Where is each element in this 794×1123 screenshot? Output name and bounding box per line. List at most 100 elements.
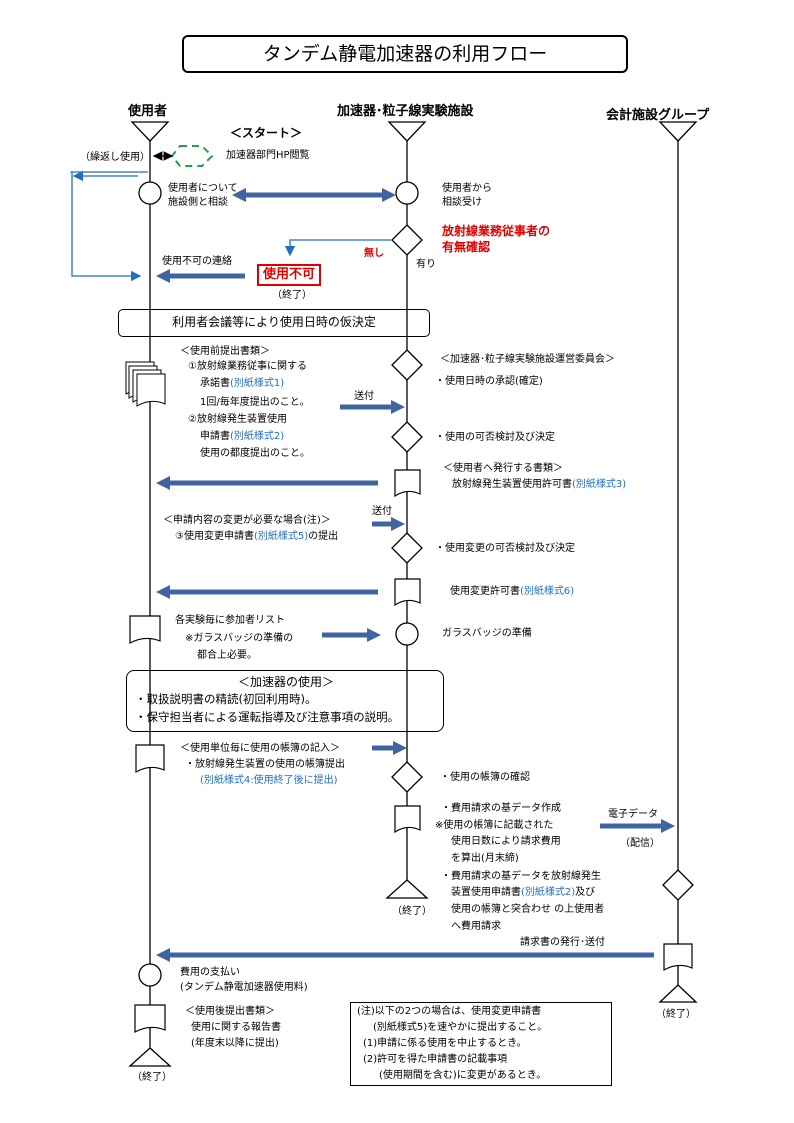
payment-line1: 費用の支払い: [180, 967, 240, 978]
form5-ref: (別紙様式5): [253, 531, 309, 542]
participants-document-icon: [129, 615, 161, 644]
facility-consult-node: [395, 181, 419, 205]
pre-docs-heading: ＜使用前提出書類＞: [180, 346, 270, 357]
billing-form2-ref: (別紙様式2): [521, 887, 576, 898]
participants-line3: 都合上必要。: [197, 650, 257, 661]
permit-label: 放射線発生装置使用許可書: [452, 479, 572, 490]
glass-badge-label: ガラスバッジの準備: [442, 628, 532, 639]
lane-header-accounting: 会計施設グループ: [606, 108, 710, 123]
consult-user-line1: 使用者について: [168, 183, 238, 194]
form6-ref: (別紙様式6): [520, 586, 575, 597]
logbook-check-diamond: [391, 761, 423, 793]
not-available-end: （終了）: [272, 290, 312, 301]
accelerator-use-box: ＜加速器の使用＞ ・取扱説明書の精読(初回利用時)。 ・保守担当者による運転指導…: [126, 670, 444, 732]
post-docs-line3: (年度末以降に提出): [191, 1038, 279, 1049]
consult-facility-line1: 使用者から: [442, 183, 492, 194]
pre-docs-consent: 承諾書: [200, 378, 230, 389]
change-application: ③使用変更申請書: [175, 531, 254, 542]
radiation-check-line1: 放射線業務従事者の: [442, 224, 551, 238]
delivery-label: （配信）: [620, 838, 660, 849]
change-feasibility-label: ・使用変更の可否検討及び決定: [435, 543, 575, 554]
billing-line5: ・費用請求の基データを放射線発生: [441, 871, 601, 882]
use-heading: ＜加速器の使用＞: [237, 675, 334, 689]
pre-docs-line4: ②放射線発生装置使用: [188, 414, 287, 425]
pre-docs-stack-icon: [125, 361, 166, 407]
consult-facility-line2: 相談受け: [442, 197, 482, 208]
note-line3: (1)申請に係る使用を中止するとき。: [363, 1038, 527, 1049]
provisional-decision-bar: 利用者会議等により使用日時の仮決定: [118, 309, 430, 337]
use-line1: ・取扱説明書の精読(初回利用時)。: [135, 692, 317, 706]
billing-line6a: 装置使用申請書: [451, 887, 521, 898]
start-label: ＜スタート＞: [230, 126, 303, 140]
user-end-triangle: [128, 1047, 172, 1067]
user-lane-start: [130, 121, 170, 142]
facility-lane-start: [387, 121, 427, 142]
user-consult-node: [138, 181, 162, 205]
facility-end-label: （終了）: [392, 906, 432, 917]
pre-docs-application: 申請書: [200, 431, 230, 442]
page-title: タンデム静電加速器の利用フロー: [182, 35, 628, 73]
pre-docs-line3: 1回/毎年度提出のこと。: [200, 397, 310, 408]
facility-end-triangle: [385, 879, 429, 899]
approval-label: ・使用日時の承認(確定): [435, 376, 543, 387]
committee-diamond: [391, 349, 423, 381]
accounting-end-triangle: [658, 984, 698, 1003]
pre-docs-line1: ①放射線業務従事に関する: [188, 361, 307, 372]
change-heading: ＜申請内容の変更が必要な場合(注)＞: [163, 515, 331, 526]
send-label: 送付: [354, 391, 374, 402]
logbook-document-icon: [135, 744, 165, 774]
glass-badge-node: [395, 622, 419, 646]
issued-docs-heading: ＜使用者へ発行する書類＞: [443, 463, 563, 474]
note-line4: (2)許可を得た申請書の記載事項: [363, 1054, 508, 1065]
post-docs-document-icon: [134, 1004, 166, 1033]
accounting-lane-start: [658, 121, 698, 142]
feasibility-label: ・使用の可否検討及び決定: [435, 432, 555, 443]
hp-browse-shape: [170, 145, 214, 167]
billing-line6c: 及び: [575, 887, 596, 898]
change-permit-label: 使用変更許可書: [450, 586, 520, 597]
note-line2: (別紙様式5)を速やかに提出すること。: [373, 1022, 548, 1033]
consult-user-line2: 施設側と相談: [168, 197, 228, 208]
billing-line3: 使用日数により請求費用: [451, 836, 561, 847]
participants-line2: ※ガラスバッジの準備の: [185, 633, 294, 644]
billing-line2: ※使用の帳簿に記載された: [435, 820, 554, 831]
committee-label: ＜加速器･粒子線実験施設運営委員会＞: [440, 354, 615, 365]
note-box: (注)以下の2つの場合は、使用変更申請書 (別紙様式5)を速やかに提出すること。…: [350, 1002, 612, 1086]
invoice-document-icon: [663, 943, 693, 972]
form2-ref: (別紙様式2): [230, 431, 285, 442]
note-line1: (注)以下の2つの場合は、使用変更申請書: [357, 1006, 542, 1017]
use-line2: ・保守担当者による運転指導及び注意事項の説明。: [135, 710, 400, 724]
post-docs-line2: 使用に関する報告書: [191, 1022, 281, 1033]
form4-ref: (別紙様式4:: [200, 775, 254, 786]
billing-line8: へ費用請求: [451, 921, 501, 932]
accounting-diamond: [662, 869, 694, 901]
payment-node: [138, 963, 162, 987]
billing-line1: ・費用請求の基データ作成: [441, 803, 561, 814]
invoice-label: 請求書の発行･送付: [520, 937, 605, 948]
note-line5: (使用期間を含む)に変更があるとき。: [379, 1070, 547, 1081]
radiation-check-line2: 有無確認: [442, 240, 491, 254]
form1-ref: (別紙様式1): [230, 378, 285, 389]
pre-docs-line6: 使用の都度提出のこと。: [200, 448, 310, 459]
electronic-data-label: 電子データ: [608, 809, 658, 820]
billing-line7: 使用の帳簿と突合わせ の上使用者: [451, 904, 605, 915]
change-submit: の提出: [308, 531, 339, 542]
not-available-badge: 使用不可: [257, 264, 322, 286]
radiation-check-diamond: [391, 224, 423, 256]
permit-document-icon: [394, 469, 421, 498]
yes-label: 有り: [416, 259, 436, 270]
payment-line2: (タンデム静電加速器使用料): [180, 982, 308, 993]
change-feasibility-diamond: [391, 532, 423, 564]
billing-line4: を算出(月末締): [451, 853, 519, 864]
lane-header-facility: 加速器･粒子線実験施設: [337, 104, 474, 119]
accounting-end-label: （終了）: [656, 1009, 696, 1020]
billing-data-document-icon: [394, 805, 421, 834]
not-available-notice: 使用不可の連絡: [162, 256, 232, 267]
form3-ref: (別紙様式3): [572, 479, 627, 490]
post-docs-heading: ＜使用後提出書類＞: [185, 1006, 275, 1017]
lane-header-user: 使用者: [128, 104, 168, 119]
user-end-label: （終了）: [132, 1072, 172, 1083]
logbook-check-label: ・使用の帳簿の確認: [440, 772, 530, 783]
logbook-timing: 使用終了後に提出): [253, 775, 338, 786]
